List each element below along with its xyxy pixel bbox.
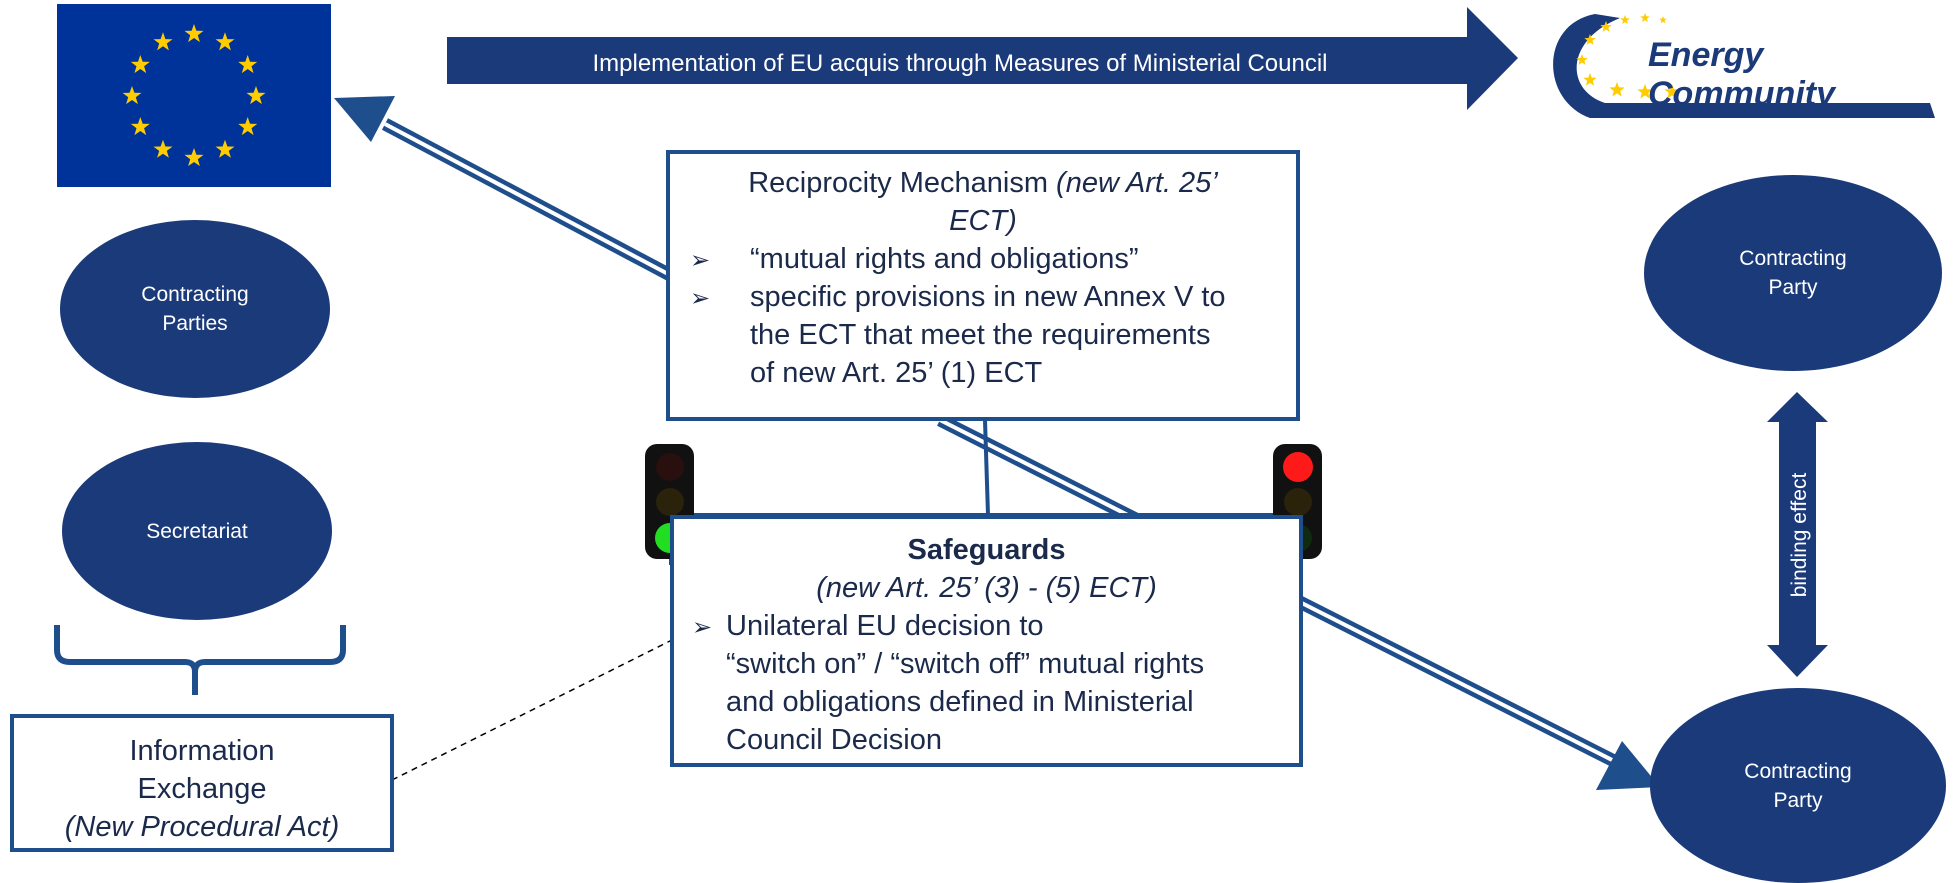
logo-star-icon [1583,73,1597,86]
safeguards-line-2: “switch on” / “switch off” mutual rights [726,648,1205,680]
reciprocity-bullet-2-line-3: of new Art. 25’ (1) ECT [750,357,1043,389]
bullet-arrow-icon: ➢ [692,614,713,641]
eu-star-icon [215,139,235,158]
dashed-connector [391,639,673,781]
eu-star-icon [184,148,204,167]
bullet-arrow-icon: ➢ [690,247,711,274]
reciprocity-bullet-2-line-1: specific provisions in new Annex V to [750,281,1226,313]
reciprocity-title-line: Reciprocity Mechanism (new Art. 25’ [670,164,1296,202]
logo-star-icon [1584,34,1596,45]
safeguards-line-1: Unilateral EU decision to [726,610,1044,642]
info-line-1: Information [129,735,275,767]
eu-star-icon [153,139,173,158]
eu-star-icon [238,117,258,136]
eu-star-icon [153,32,173,51]
eu-star-icon [238,55,258,74]
bullet-arrow-icon: ➢ [690,285,711,312]
info-line-2: Exchange [137,773,267,805]
logo-star-icon [1576,54,1588,65]
reciprocity-title: Reciprocity Mechanism [748,167,1048,199]
info-line-3: (New Procedural Act) [64,811,340,843]
eu-star-icon [122,86,142,105]
connector-line [983,419,990,516]
logo-star-icon [1640,13,1650,22]
contracting-party-bottom-oval: Contracting Party [1650,688,1946,883]
eu-star-icon [130,117,150,136]
binding-effect-arrow [1767,392,1828,677]
eu-star-icon [246,86,266,105]
implementation-arrow [447,7,1518,110]
eu-star-icon [130,55,150,74]
eu-star-icon [184,24,204,43]
reciprocity-bullet-2-line-2: the ECT that meet the requirements [750,319,1211,351]
eu-flag-icon [57,4,331,187]
arrow-to-eu [334,96,674,281]
safeguards-title: Safeguards [907,534,1066,566]
contracting-party-top-oval: Contracting Party [1644,175,1942,371]
logo-star-icon [1664,84,1680,99]
reciprocity-title-ref-2: ECT) [949,205,1017,237]
secretariat-oval: Secretariat [62,442,332,620]
brace-icon [54,625,346,695]
safeguards-line-4: Council Decision [726,724,942,756]
contracting-parties-oval: Contracting Parties [60,220,330,398]
implementation-label: Implementation of EU acquis through Meas… [592,50,1328,77]
safeguards-box: Safeguards (new Art. 25’ (3) - (5) ECT) … [670,515,1303,767]
logo-star-icon [1659,16,1667,24]
reciprocity-box: Reciprocity Mechanism (new Art. 25’ ECT)… [666,150,1300,421]
reciprocity-bullet-1: “mutual rights and obligations” [750,243,1139,275]
safeguards-line-3: and obligations defined in Ministerial [726,686,1194,718]
logo-star-icon [1600,21,1612,32]
eu-star-icon [215,32,235,51]
logo-star-icon [1609,82,1625,97]
safeguards-subtitle: (new Art. 25’ (3) - (5) ECT) [816,572,1157,604]
logo-star-icon [1637,84,1653,99]
reciprocity-title-ref: (new Art. 25’ [1056,167,1218,199]
energy-community-logo-icon [1553,13,1935,118]
energy-community-logo-text: Energy Community [1648,36,1835,113]
information-exchange-box: Information Exchange (New Procedural Act… [10,714,394,852]
logo-star-icon [1620,15,1630,24]
binding-effect-label: binding effect [1788,473,1811,598]
